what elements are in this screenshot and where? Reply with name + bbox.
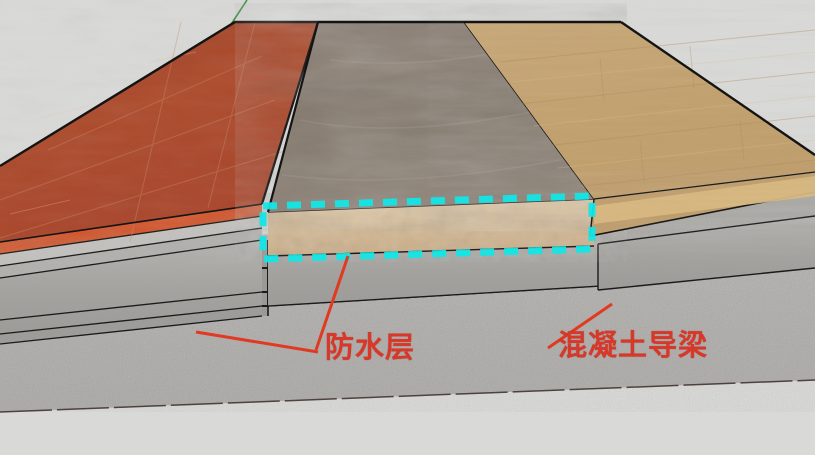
leader-waterproof <box>314 255 350 351</box>
waterproof-layer-left <box>0 228 262 278</box>
concrete-guide-beam-highlight <box>259 192 596 263</box>
leader-beam <box>547 302 613 350</box>
wood-floor-surface <box>464 20 815 237</box>
bedding-layer <box>0 216 262 266</box>
marble-floor-surface <box>266 20 595 213</box>
label-waterproof-layer: 防水层 <box>325 330 416 364</box>
leader-waterproof-2 <box>195 330 319 354</box>
label-concrete-guide-beam: 混凝土导梁 <box>558 328 709 362</box>
concrete-slab-right <box>597 215 815 291</box>
wood-edge-layer <box>594 176 815 224</box>
slab-bottom-band-left <box>0 306 262 344</box>
left-substrate-stack <box>0 203 263 345</box>
tile-floor-surface <box>0 20 320 243</box>
leader-lines <box>195 255 613 354</box>
